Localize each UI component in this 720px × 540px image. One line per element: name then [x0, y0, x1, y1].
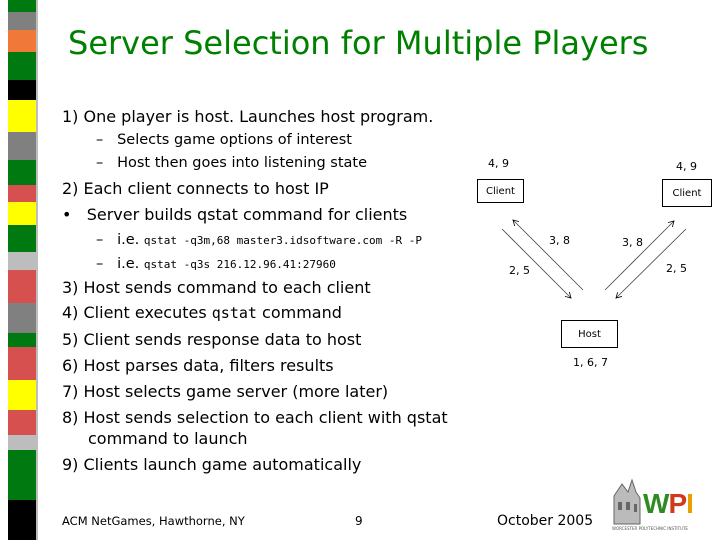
step-8: 8) Host sends selection to each client w… [62, 408, 448, 427]
arrow-left-client-to-host [501, 228, 571, 298]
footer-conference: ACM NetGames, Hawthorne, NY [62, 514, 245, 528]
left-down-label: 2, 5 [509, 264, 530, 277]
example-2: – i.e. qstat -q3s 216.12.96.41:27960 [96, 256, 336, 272]
sub-item: – Host then goes into listening state [96, 155, 368, 171]
arrow-host-to-left-client [513, 220, 584, 291]
left-up-label: 3, 8 [549, 234, 570, 247]
page-number: 9 [355, 514, 363, 528]
wpi-subtext: WORCESTER POLYTECHNIC INSTITUTE [612, 526, 688, 531]
step-8-cont: command to launch [88, 429, 248, 448]
arrow-right-client-to-host [616, 228, 687, 298]
slide-title: Server Selection for Multiple Players [68, 24, 649, 62]
sub-item: – Selects game options of interest [96, 132, 352, 148]
client-left-steps: 4, 9 [488, 157, 509, 170]
right-down-label: 2, 5 [666, 262, 687, 275]
wpi-building-icon [613, 478, 641, 525]
step-5: 5) Client sends response data to host [62, 330, 362, 349]
host-box: Host [561, 320, 618, 348]
wpi-logo: WPI WORCESTER POLYTECHNIC INSTITUTE [610, 478, 710, 533]
right-up-label: 3, 8 [622, 236, 643, 249]
footer-date: October 2005 [497, 513, 594, 529]
decorative-color-strip [8, 0, 38, 540]
client-left-box: Client [477, 179, 524, 203]
step-4: 4) Client executes qstat command [62, 303, 342, 322]
step-3: 3) Host sends command to each client [62, 278, 371, 297]
bullet-item: • Server builds qstat command for client… [62, 205, 408, 224]
step-1: 1) One player is host. Launches host pro… [62, 107, 434, 126]
wpi-wordmark: WPI [643, 488, 694, 519]
client-right-steps: 4, 9 [676, 160, 697, 173]
step-7: 7) Host selects game server (more later) [62, 382, 389, 401]
host-steps: 1, 6, 7 [573, 356, 608, 369]
step-6: 6) Host parses data, filters results [62, 356, 334, 375]
example-1: – i.e. qstat -q3m,68 master3.idsoftware.… [96, 232, 423, 248]
step-2: 2) Each client connects to host IP [62, 179, 329, 198]
client-right-box: Client [662, 179, 712, 207]
step-9: 9) Clients launch game automatically [62, 455, 362, 474]
arrow-host-to-right-client [604, 221, 674, 291]
